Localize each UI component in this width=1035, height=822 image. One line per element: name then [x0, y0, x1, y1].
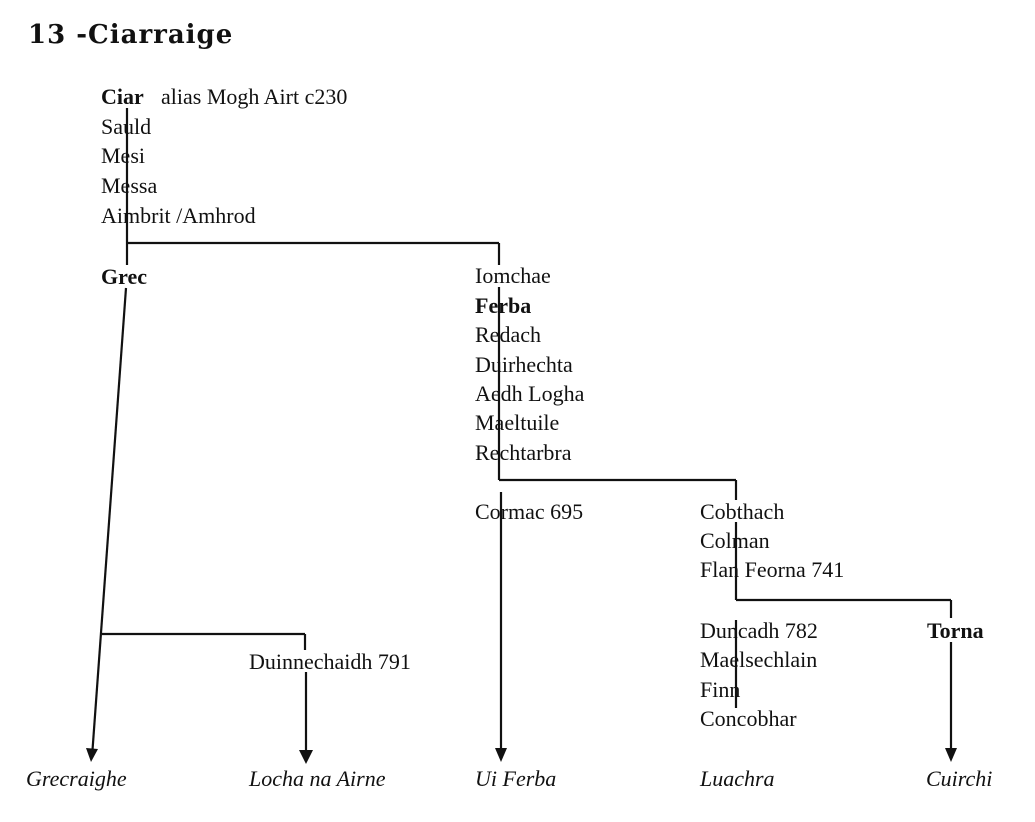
territory-grecraighe: Grecraighe	[26, 766, 127, 791]
descent-line-grec	[90, 287, 128, 758]
node-cormac: Cormac 695	[475, 499, 584, 524]
territory-ui-ferba: Ui Ferba	[475, 766, 557, 791]
node-duirhechta: Duirhechta	[475, 352, 573, 377]
node-concobhar: Concobhar	[700, 706, 797, 731]
arrowhead-grecraighe	[86, 748, 98, 762]
arrowhead-locha	[299, 750, 313, 764]
territory-locha-na-airne: Locha na Airne	[249, 766, 386, 791]
territory-luachra: Luachra	[700, 766, 775, 791]
territory-cuirchi: Cuirchi	[926, 766, 993, 791]
node-aimbrit: Aimbrit /Amhrod	[101, 203, 256, 228]
node-rechtarbra: Rechtarbra	[475, 440, 572, 465]
arrowhead-uiferba	[495, 748, 507, 762]
node-grec: Grec	[101, 264, 148, 289]
arrowhead-cuirchi	[945, 748, 957, 762]
node-ciar: Ciar	[101, 84, 144, 109]
node-messa: Messa	[101, 173, 158, 198]
node-ferba: Ferba	[475, 293, 532, 318]
diagram-title: 13 -Ciarraige	[28, 20, 234, 50]
node-iomchae: Iomchae	[475, 263, 551, 288]
node-flan-feorna: Flan Feorna 741	[700, 557, 845, 582]
node-duinnechaidh: Duinnechaidh 791	[249, 649, 411, 674]
node-sauld: Sauld	[101, 114, 152, 139]
node-duncadh: Duncadh 782	[700, 618, 818, 643]
node-maeltuile: Maeltuile	[475, 410, 560, 435]
node-ciar-note: alias Mogh Airt c230	[161, 84, 348, 109]
node-cobthach: Cobthach	[700, 499, 785, 524]
node-colman: Colman	[700, 528, 770, 553]
node-aedh-logha: Aedh Logha	[475, 381, 585, 406]
node-finn: Finn	[700, 677, 741, 702]
node-torna: Torna	[927, 618, 984, 643]
node-mesi: Mesi	[101, 143, 145, 168]
node-maelsechlain: Maelsechlain	[700, 647, 818, 672]
node-redach: Redach	[475, 322, 541, 347]
